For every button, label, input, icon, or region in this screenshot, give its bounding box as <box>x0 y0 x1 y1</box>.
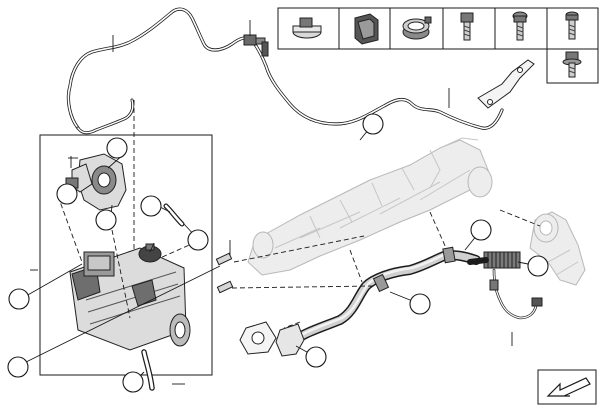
callout-markers <box>7 113 549 393</box>
turbo-outlet-ghost <box>529 211 586 286</box>
band-clamp-icon <box>402 16 432 40</box>
callout-marker[interactable] <box>527 255 549 277</box>
leader-lines <box>17 20 541 385</box>
callout-marker[interactable] <box>8 288 30 310</box>
callout-marker[interactable] <box>470 219 492 241</box>
collar-screw-icon <box>565 11 579 40</box>
sensor-connector-icon <box>243 34 269 57</box>
gasket <box>239 321 277 355</box>
egr-valve <box>65 153 127 211</box>
direction-arrow-icon <box>537 369 597 405</box>
hose-clamp-icon <box>292 17 322 39</box>
callout-marker[interactable] <box>305 346 327 368</box>
callout-marker[interactable] <box>7 356 29 378</box>
egr-cooler <box>69 247 191 351</box>
callout-marker[interactable] <box>122 371 144 393</box>
coolant-hose <box>141 349 155 391</box>
legend-row-1 <box>277 7 599 50</box>
flange-nut-icon <box>562 51 582 78</box>
callout-marker[interactable] <box>362 113 384 135</box>
callout-marker[interactable] <box>95 209 117 231</box>
callout-marker[interactable] <box>106 137 128 159</box>
callout-marker[interactable] <box>56 183 78 205</box>
legend-row-2 <box>546 48 599 84</box>
torx-bolt-icon <box>512 11 528 41</box>
hex-bolt-icon <box>460 12 474 41</box>
callout-marker[interactable] <box>409 293 431 315</box>
fastener-legend <box>277 7 599 84</box>
callout-marker[interactable] <box>140 195 162 217</box>
rubber-mount <box>138 243 162 263</box>
flex-pipe <box>467 251 521 269</box>
temperature-sensor <box>489 268 543 320</box>
intake-manifold-ghost <box>247 137 493 276</box>
egr-small-hose <box>163 203 185 227</box>
callout-marker[interactable] <box>187 229 209 251</box>
spring-clamp-icon <box>354 13 379 45</box>
stud-bolt <box>215 252 234 294</box>
egr-pipe <box>275 246 481 357</box>
